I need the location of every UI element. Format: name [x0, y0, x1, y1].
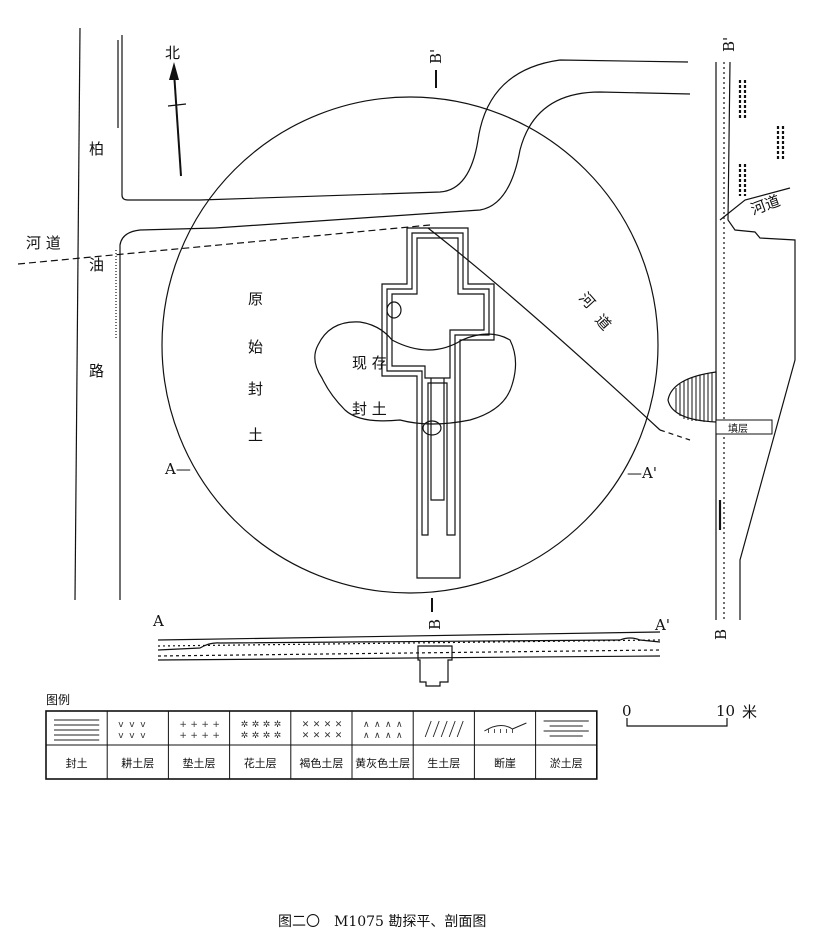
svg-text:v: v: [118, 731, 124, 741]
legend-label: 耕土层: [121, 756, 154, 770]
svg-text:+: +: [201, 720, 209, 730]
svg-text:+: +: [179, 720, 187, 730]
svg-text:✕: ✕: [313, 731, 321, 741]
svg-text:v: v: [140, 731, 146, 741]
figure-caption: 图二〇 M1075 勘探平、剖面图: [278, 914, 486, 930]
legend-label: 断崖: [494, 756, 516, 770]
original-mound-char-4: 土: [248, 426, 263, 444]
scale-start: 0: [622, 702, 632, 720]
svg-text:✕: ✕: [302, 731, 310, 741]
svg-text:+: +: [201, 731, 209, 741]
svg-text:∧: ∧: [396, 731, 403, 741]
north-arrow: [167, 62, 187, 177]
legend-label: 褐色土层: [299, 756, 343, 770]
svg-text:∧: ∧: [374, 720, 381, 730]
original-mound-char-1: 原: [248, 290, 263, 308]
legend-swatch-hlines: [54, 719, 100, 741]
profile-b-top: B': [720, 37, 738, 52]
road: [74, 27, 216, 601]
existing-mound-line-2: 封 土: [352, 400, 387, 418]
svg-text:✲: ✲: [274, 731, 282, 741]
svg-text:✕: ✕: [324, 731, 332, 741]
svg-text:+: +: [212, 720, 220, 730]
svg-text:v: v: [118, 720, 124, 730]
legend-label: 淤土层: [550, 757, 583, 770]
svg-text:+: +: [179, 731, 187, 741]
scale-end: 10: [716, 702, 735, 720]
river-channel: [17, 59, 691, 441]
legend-label: 封土: [66, 756, 88, 770]
svg-text:✲: ✲: [241, 731, 249, 741]
svg-text:✲: ✲: [263, 720, 271, 730]
svg-text:✕: ✕: [335, 731, 343, 741]
legend-swatch-dash: [543, 720, 589, 737]
original-mound-outline: [161, 96, 659, 594]
profile-small-label: 填层: [728, 422, 748, 435]
svg-text:✲: ✲: [252, 720, 260, 730]
scale-bar: [626, 718, 728, 727]
profile-a: [157, 631, 661, 687]
svg-text:∧: ∧: [374, 731, 381, 741]
road-label-2: 油: [89, 256, 104, 274]
legend-title: 图例: [46, 693, 70, 707]
svg-text:✕: ✕: [302, 720, 310, 730]
existing-mound-line-1: 现 存: [352, 354, 387, 372]
original-mound-char-2: 始: [248, 338, 263, 356]
existing-mound-outline: [314, 321, 517, 425]
svg-text:v: v: [129, 720, 135, 730]
legend-swatch-cross: ✕✕✕✕✕✕✕✕: [302, 720, 343, 741]
legend-swatch-slash: [424, 720, 464, 738]
river-label-mid-1: 河: [575, 289, 598, 312]
river-label-right: 河道: [748, 192, 782, 219]
section-b-bottom: B: [426, 619, 444, 630]
legend-swatch-plus: ++++++++: [179, 720, 220, 741]
svg-text:✲: ✲: [263, 731, 271, 741]
road-label-1: 柏: [89, 140, 104, 158]
legend-swatch-star: ✲✲✲✲✲✲✲✲: [241, 720, 282, 741]
svg-text:✲: ✲: [274, 720, 282, 730]
legend-label: 黄灰色土层: [355, 756, 410, 770]
section-b-top: B': [427, 49, 445, 64]
profile-b-bottom: B: [712, 629, 730, 640]
road-label-3: 路: [89, 362, 104, 380]
north-label: 北: [165, 44, 180, 62]
svg-text:+: +: [190, 731, 198, 741]
svg-text:✲: ✲: [252, 731, 260, 741]
profile-a-right: A': [654, 616, 670, 634]
svg-text:∧: ∧: [396, 720, 403, 730]
svg-text:+: +: [212, 731, 220, 741]
svg-text:✕: ✕: [324, 720, 332, 730]
profile-a-left: A: [152, 612, 164, 630]
section-a-right: —A': [627, 464, 657, 482]
svg-text:v: v: [129, 731, 135, 741]
svg-text:∧: ∧: [363, 720, 370, 730]
svg-text:v: v: [140, 720, 146, 730]
river-label-left: 河 道: [26, 234, 61, 252]
legend-swatch-cliff: [484, 722, 527, 733]
svg-text:✕: ✕: [313, 720, 321, 730]
svg-text:✲: ✲: [241, 720, 249, 730]
legend-label: 垫土层: [183, 756, 216, 770]
svg-text:∧: ∧: [385, 720, 392, 730]
svg-text:∧: ∧: [363, 731, 370, 741]
svg-text:✕: ✕: [335, 720, 343, 730]
tomb-plan: [381, 227, 495, 579]
legend-label: 生土层: [427, 756, 460, 770]
svg-text:+: +: [190, 720, 198, 730]
legend-swatch-caret: ∧∧∧∧∧∧∧∧: [363, 720, 403, 741]
section-a-left: A—: [164, 460, 191, 478]
scale-unit: 米: [742, 703, 757, 721]
river-label-mid-2: 道: [591, 311, 614, 334]
svg-text:∧: ∧: [385, 731, 392, 741]
profile-b: [667, 61, 796, 620]
original-mound-char-3: 封: [248, 380, 263, 398]
legend-label: 花土层: [244, 757, 277, 770]
